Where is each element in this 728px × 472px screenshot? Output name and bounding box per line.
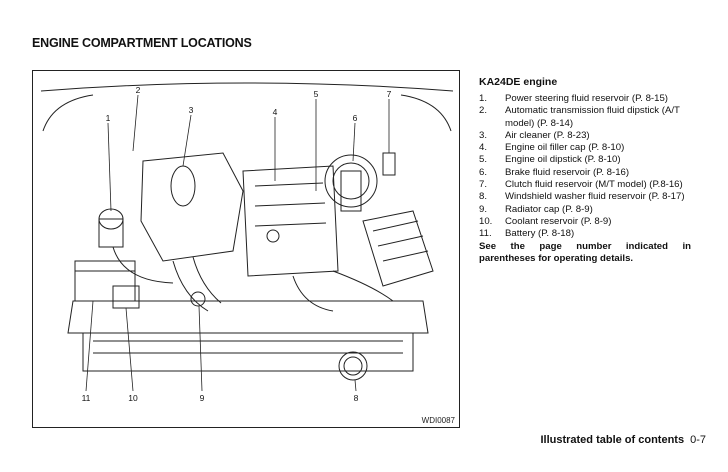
legend-number: 11. xyxy=(479,228,492,240)
callout-6: 6 xyxy=(352,113,358,123)
legend-number: 8. xyxy=(479,191,488,203)
legend-text: Coolant reservoir (P. 8-9) xyxy=(505,215,612,227)
legend-item: 10. Coolant reservoir (P. 8-9) xyxy=(479,216,691,228)
legend-text: Battery (P. 8-18) xyxy=(505,228,575,240)
legend-item: 4. Engine oil filler cap (P. 8-10) xyxy=(479,142,691,154)
legend-number: 3. xyxy=(479,129,488,141)
callout-5: 5 xyxy=(313,89,319,99)
legend-text: Engine oil dipstick (P. 8-10) xyxy=(505,154,621,166)
engine-compartment-figure: 2 5 7 3 4 1 6 11 10 9 8 WDI0087 xyxy=(32,70,460,428)
legend-text: Power steering fluid reservoir (P. 8-15) xyxy=(505,93,668,104)
callout-9: 9 xyxy=(199,393,205,403)
legend-text: Engine oil filler cap (P. 8-10) xyxy=(505,142,625,154)
legend-text: Clutch fluid reservoir (M/T model) (P.8-… xyxy=(505,179,683,191)
legend-text: Radiator cap (P. 8-9) xyxy=(505,203,593,215)
legend-number: 10. xyxy=(479,215,493,227)
legend-item: 9. Radiator cap (P. 8-9) xyxy=(479,204,691,216)
legend-item: 1. Power steering fluid reservoir (P. 8-1… xyxy=(479,93,691,105)
legend-list: 1. Power steering fluid reservoir (P. 8-1… xyxy=(479,93,691,241)
legend-item: 6. Brake fluid reservoir (P. 8-16) xyxy=(479,167,691,179)
section-title: ENGINE COMPARTMENT LOCATIONS xyxy=(32,36,252,50)
legend-number: 6. xyxy=(479,166,488,178)
engine-heading: KA24DE engine xyxy=(479,76,558,88)
legend-number: 7. xyxy=(479,179,488,191)
legend-item: 8. Windshield washer fluid reservoir (P. … xyxy=(479,191,691,203)
legend-text: Brake fluid reservoir (P. 8-16) xyxy=(505,166,630,178)
component-legend: KA24DE engine 1. Power steering fluid res… xyxy=(479,76,691,265)
figure-code: WDI0087 xyxy=(421,416,455,425)
legend-text: Air cleaner (P. 8-23) xyxy=(505,129,590,141)
legend-text: Windshield washer fluid reservoir (P. 8-… xyxy=(505,191,685,203)
legend-item: 3. Air cleaner (P. 8-23) xyxy=(479,130,691,142)
legend-item: 11. Battery (P. 8-18) xyxy=(479,228,691,240)
page-number: 0-7 xyxy=(690,434,706,446)
legend-item: 2. Automatic transmission fluid dipstick … xyxy=(479,105,691,130)
legend-number: 5. xyxy=(479,154,488,166)
engine-illustration xyxy=(40,82,454,392)
callout-1: 1 xyxy=(105,113,111,123)
legend-number: 2. xyxy=(479,105,488,117)
callout-3: 3 xyxy=(188,105,194,115)
legend-number: 1. xyxy=(479,93,488,104)
legend-item: 5. Engine oil dipstick (P. 8-10) xyxy=(479,154,691,166)
callout-2: 2 xyxy=(135,85,141,95)
legend-number: 4. xyxy=(479,142,488,154)
callout-4: 4 xyxy=(272,107,278,117)
operating-details-note: See the page number indicated in parenth… xyxy=(479,240,691,264)
callout-11: 11 xyxy=(81,393,91,403)
callout-10: 10 xyxy=(128,393,138,403)
page-footer: Illustrated table of contents 0-7 xyxy=(540,434,706,446)
legend-number: 9. xyxy=(479,203,488,215)
footer-section-title: Illustrated table of contents xyxy=(540,434,685,446)
callout-8: 8 xyxy=(353,393,359,403)
legend-text: Automatic transmission fluid dipstick (A… xyxy=(505,105,680,129)
legend-item: 7. Clutch fluid reservoir (M/T model) (P.… xyxy=(479,179,691,191)
callout-7: 7 xyxy=(386,89,392,99)
